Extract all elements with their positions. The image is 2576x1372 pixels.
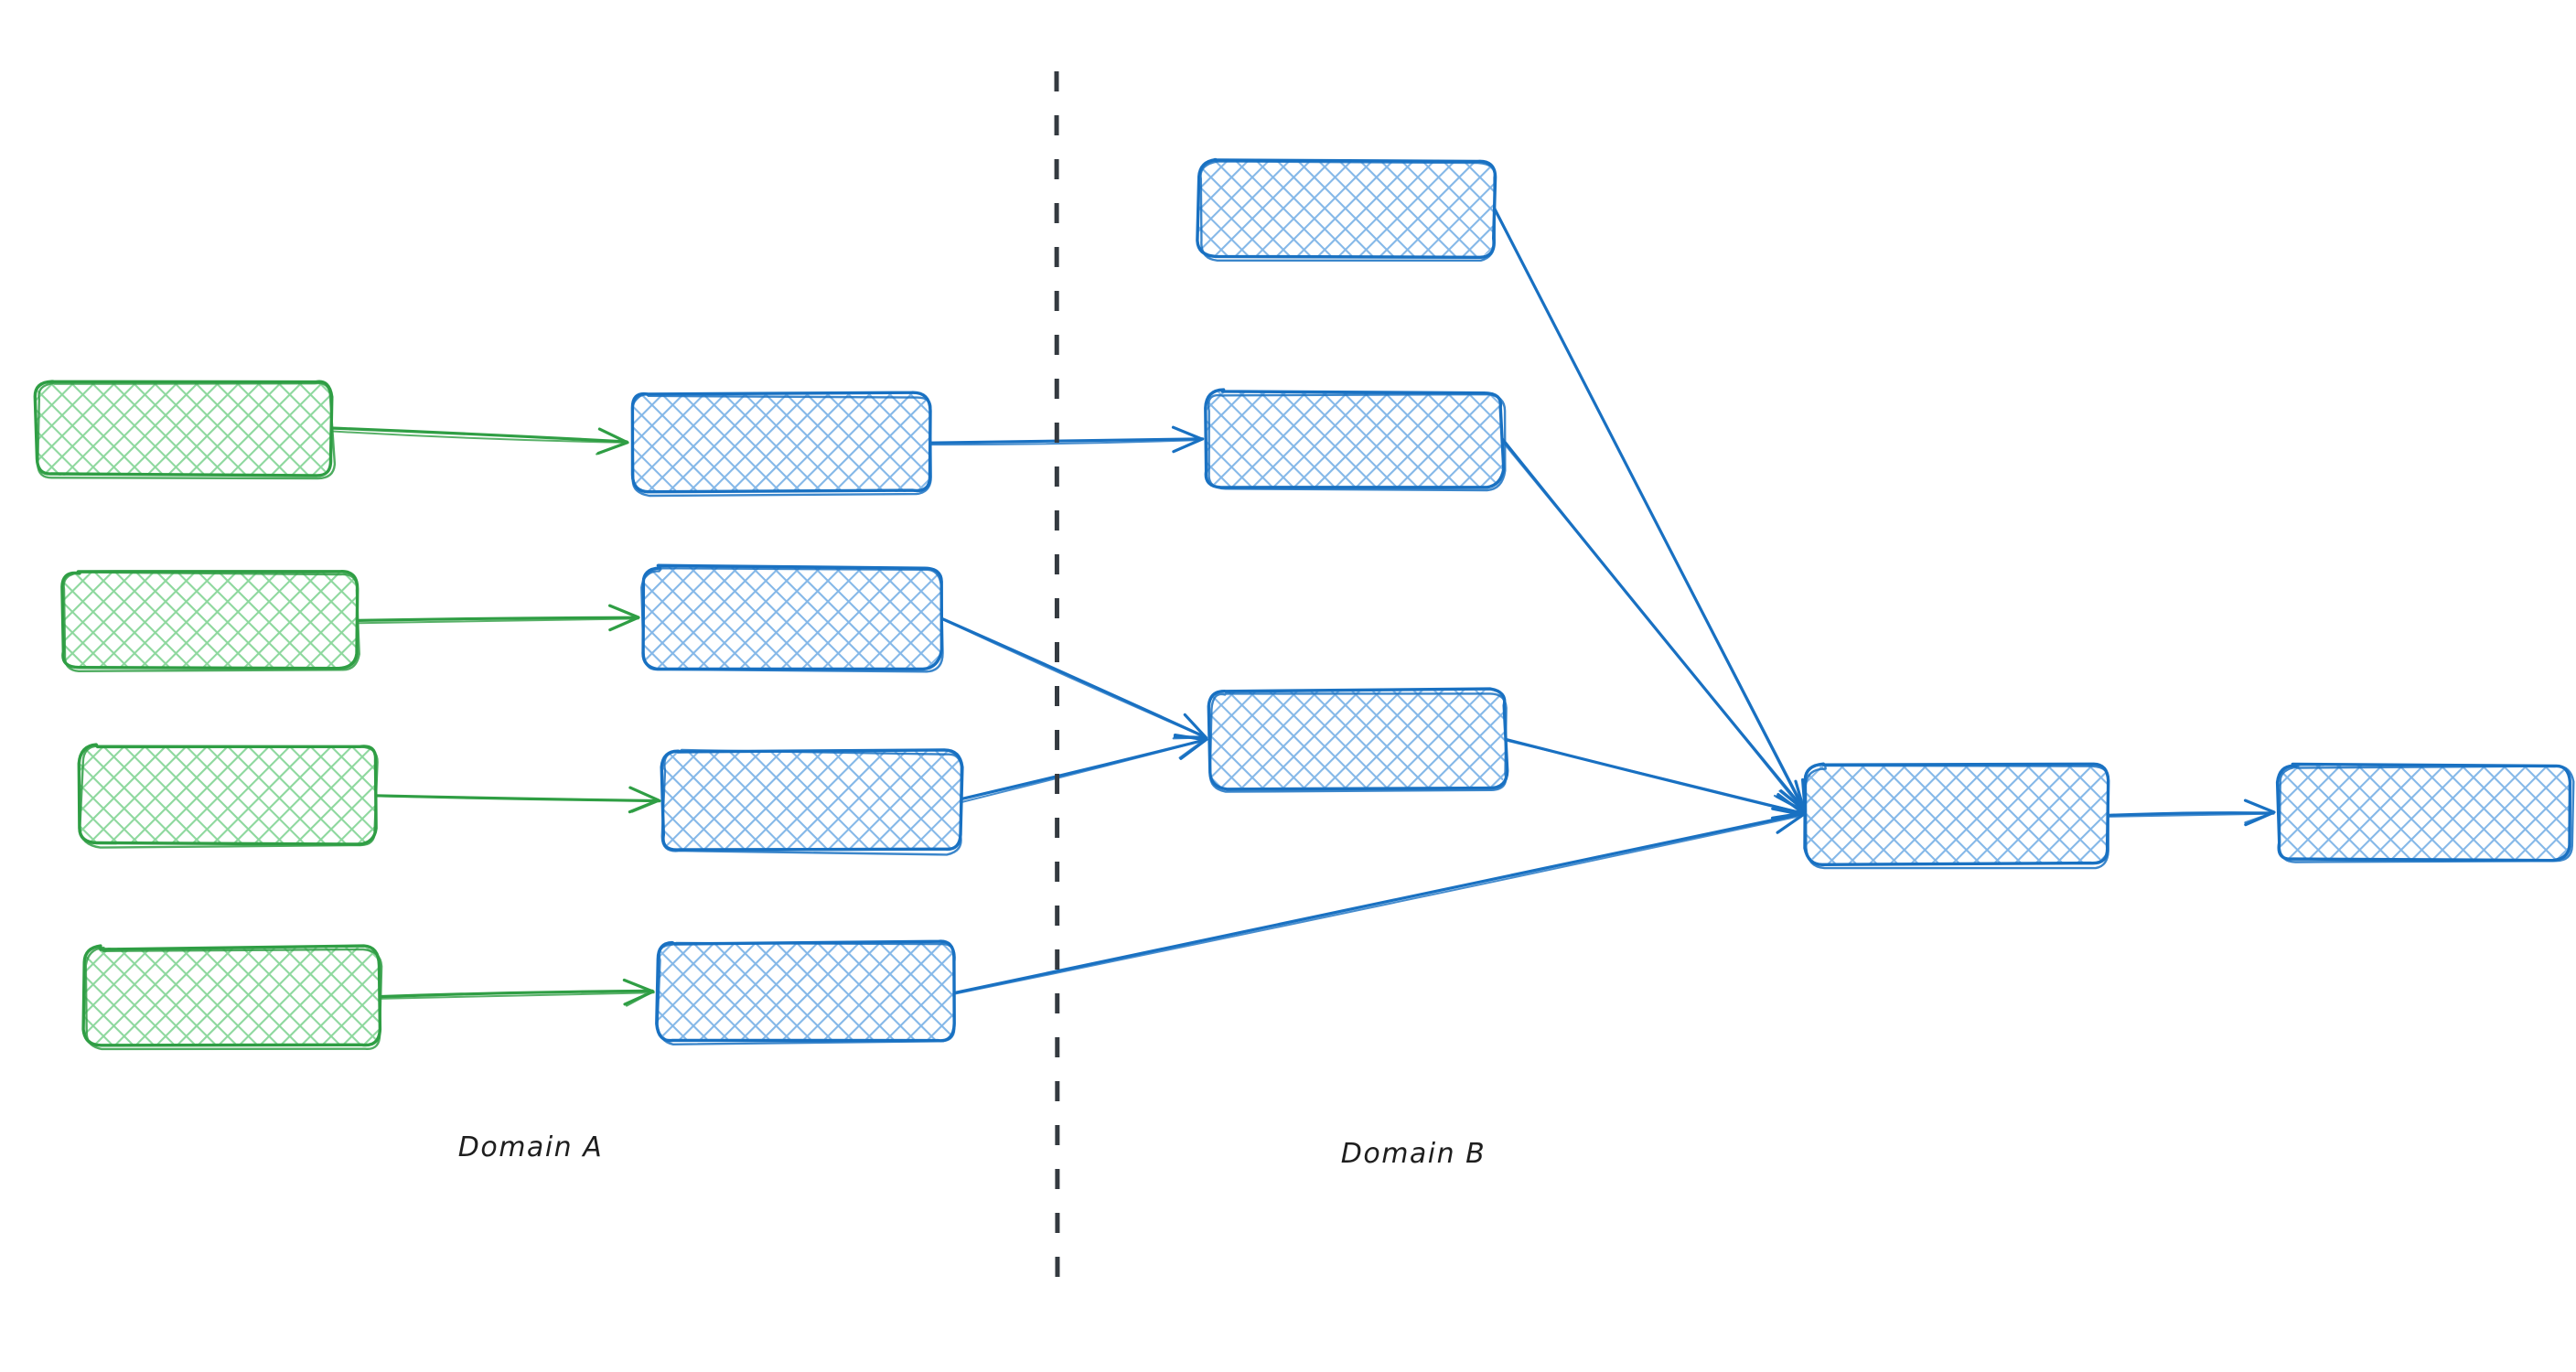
edge-c1-d1[interactable]	[1492, 206, 1807, 813]
node-d1[interactable]	[1803, 762, 2110, 870]
edge-a4-b4[interactable]	[377, 978, 655, 1007]
edge-b2-c3[interactable]	[939, 616, 1208, 740]
node-layer	[33, 157, 2575, 1051]
label-domain-a: Domain A	[458, 1131, 603, 1163]
node-b3[interactable]	[660, 748, 964, 856]
edge-b3-c3[interactable]	[958, 734, 1208, 804]
node-e1[interactable]	[2275, 762, 2575, 863]
node-a3[interactable]	[77, 743, 379, 849]
label-domain-b: Domain B	[1341, 1138, 1487, 1170]
edge-c2-d1[interactable]	[1501, 437, 1807, 813]
edge-b1-c2[interactable]	[927, 425, 1205, 454]
node-c3[interactable]	[1207, 687, 1509, 793]
node-b1[interactable]	[630, 391, 932, 498]
node-b2[interactable]	[640, 563, 944, 673]
label-layer: Domain A Domain B	[458, 1131, 1487, 1170]
edge-a1-b1[interactable]	[328, 426, 629, 456]
edge-layer	[328, 206, 2276, 1007]
node-a2[interactable]	[60, 570, 360, 672]
node-b4[interactable]	[655, 939, 956, 1045]
edge-b4-d1[interactable]	[953, 807, 1806, 995]
edge-c3-d1[interactable]	[1505, 737, 1805, 820]
edge-a3-b3[interactable]	[373, 786, 661, 814]
node-a4[interactable]	[81, 944, 383, 1051]
node-a1[interactable]	[33, 380, 337, 480]
node-c1[interactable]	[1196, 157, 1497, 262]
node-c2[interactable]	[1204, 388, 1507, 492]
edge-d1-e1[interactable]	[2107, 799, 2276, 827]
edge-a2-b2[interactable]	[355, 604, 640, 632]
